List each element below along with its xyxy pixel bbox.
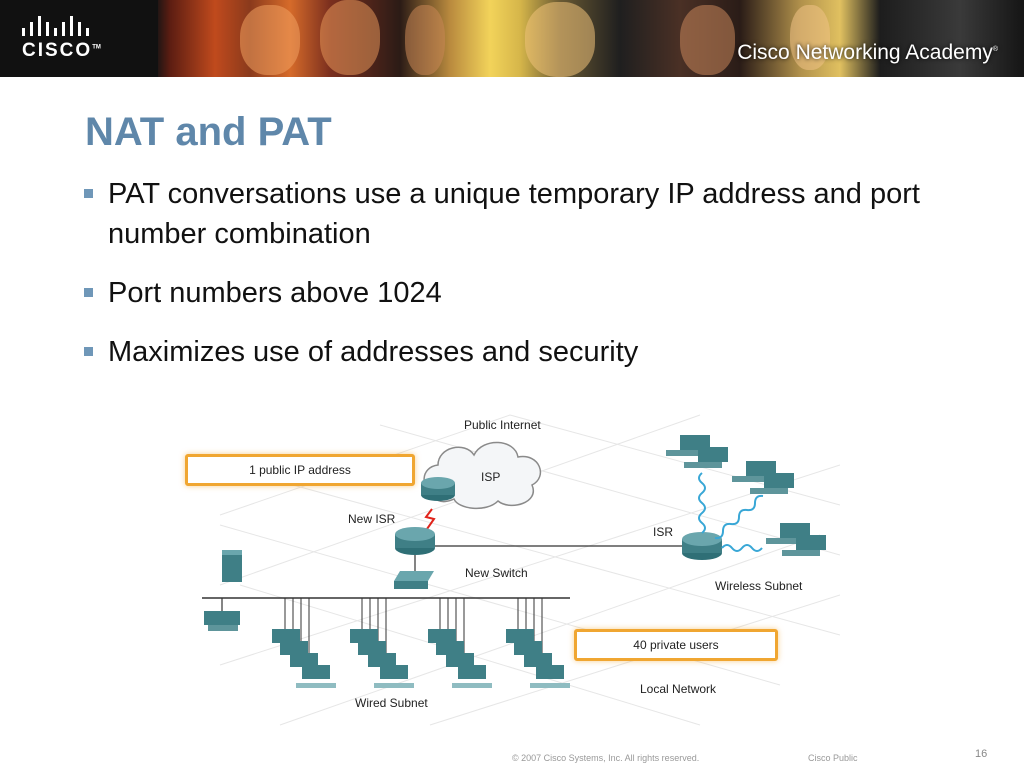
square-bullet-icon: [84, 288, 93, 297]
isp-router-icon: [421, 477, 455, 501]
server-icon: [222, 550, 242, 582]
wireless-subnet-label: Wireless Subnet: [715, 579, 803, 593]
wired-pc-keyboards: [296, 683, 570, 688]
bullet-text: Maximizes use of addresses and security: [108, 336, 639, 368]
public-ip-callout: 1 public IP address: [185, 454, 415, 486]
wired-subnet-label: Wired Subnet: [355, 696, 428, 710]
new-isr-label: New ISR: [348, 512, 396, 526]
classification-label: Cisco Public: [808, 753, 858, 763]
cisco-bridge-icon: [22, 16, 89, 36]
page-number: 16: [975, 748, 988, 760]
bullet-item: Port numbers above 1024: [84, 273, 964, 313]
network-diagram-graphic: [202, 414, 840, 726]
logo-background: [0, 0, 158, 77]
isr-wireless-router-icon: [682, 532, 722, 560]
new-switch-label: New Switch: [465, 566, 528, 580]
local-network-label: Local Network: [640, 682, 717, 696]
wired-pc-group: [272, 629, 564, 679]
private-users-callout: 40 private users: [574, 629, 778, 661]
academy-title: Cisco Networking Academy®: [737, 41, 998, 64]
slide-title: NAT and PAT: [85, 110, 332, 154]
wan-link-lightning-icon: [424, 508, 436, 530]
cisco-logo-text: CISCOTM: [22, 40, 101, 61]
network-diagram: Public Internet ISP 1 public IP address …: [180, 405, 840, 730]
switch-icon: [394, 571, 434, 589]
wireless-pc-group: [666, 435, 826, 556]
bullet-item: PAT conversations use a unique temporary…: [84, 174, 964, 254]
bullet-list: PAT conversations use a unique temporary…: [84, 174, 964, 391]
new-isr-router-icon: [395, 527, 435, 555]
printer-icon: [204, 611, 240, 631]
bullet-text: PAT conversations use a unique temporary…: [108, 178, 920, 250]
copyright-text: © 2007 Cisco Systems, Inc. All rights re…: [512, 753, 700, 763]
isp-label: ISP: [481, 470, 501, 484]
square-bullet-icon: [84, 347, 93, 356]
public-internet-label: Public Internet: [464, 418, 541, 432]
bullet-item: Maximizes use of addresses and security: [84, 332, 964, 372]
wired-drops: [284, 598, 543, 661]
wireless-link-icons: [698, 472, 764, 552]
isr-label: ISR: [653, 525, 674, 539]
square-bullet-icon: [84, 189, 93, 198]
header-banner: CISCOTM Cisco Networking Academy®: [0, 0, 1024, 77]
bullet-text: Port numbers above 1024: [108, 277, 442, 309]
